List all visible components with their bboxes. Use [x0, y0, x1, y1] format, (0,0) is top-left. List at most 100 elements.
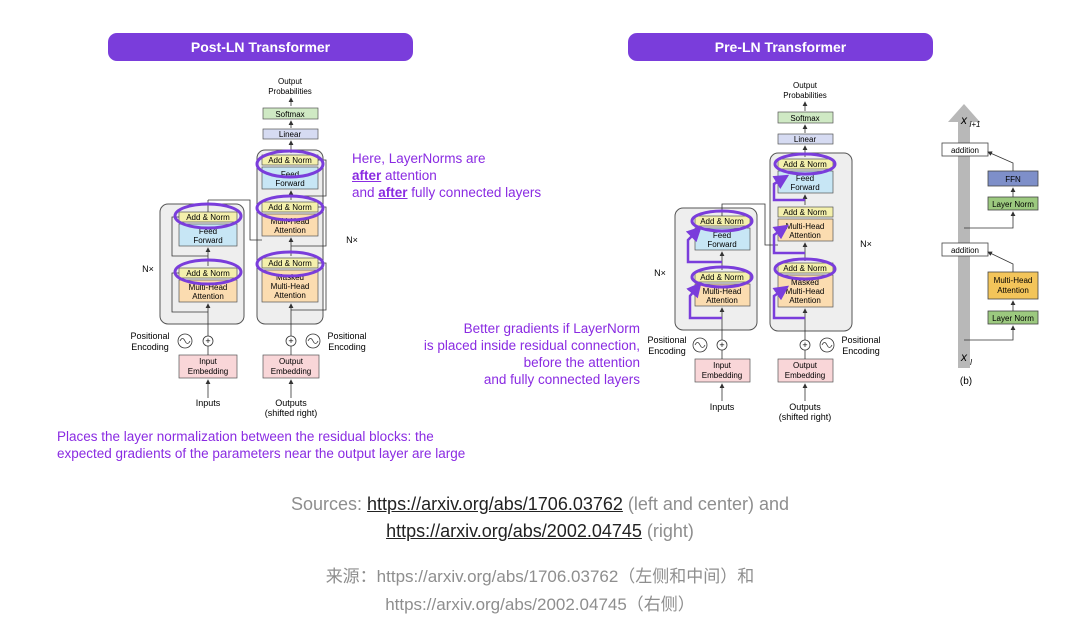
post-ln-title: Post-LN Transformer [108, 33, 413, 61]
svg-text:Forward: Forward [275, 179, 304, 188]
highlight-ellipse [173, 258, 243, 286]
svg-text:Output: Output [278, 77, 303, 86]
svg-text:+: + [719, 340, 724, 350]
svg-text:Multi-Head: Multi-Head [786, 287, 825, 296]
addition-box [941, 142, 989, 157]
mha-b-box [987, 271, 1039, 300]
highlight-ellipse [255, 149, 325, 179]
svg-text:Add & Norm: Add & Norm [186, 269, 230, 278]
svg-text:Forward: Forward [193, 236, 222, 245]
svg-text:Positional: Positional [130, 331, 169, 341]
svg-text:Outputs: Outputs [275, 398, 307, 408]
svg-text:Encoding: Encoding [842, 346, 880, 356]
svg-text:(shifted right): (shifted right) [265, 408, 318, 418]
addition-box [941, 242, 989, 257]
svg-text:x: x [960, 350, 968, 364]
svg-text:Add & Norm: Add & Norm [783, 264, 827, 273]
svg-text:Probabilities: Probabilities [783, 91, 827, 100]
svg-text:Input: Input [713, 361, 732, 370]
svg-text:x: x [960, 113, 968, 127]
svg-text:Softmax: Softmax [790, 114, 819, 123]
svg-text:Probabilities: Probabilities [268, 87, 312, 96]
svg-text:Input: Input [199, 357, 218, 366]
svg-text:Outputs: Outputs [789, 402, 821, 412]
svg-text:addition: addition [951, 146, 979, 155]
svg-text:Encoding: Encoding [131, 342, 169, 352]
svg-text:Inputs: Inputs [710, 402, 735, 412]
svg-text:Add & Norm: Add & Norm [783, 160, 827, 169]
svg-text:Multi-Head: Multi-Head [786, 222, 825, 231]
sources-cn-line-1: 来源：https://arxiv.org/abs/1706.03762（左侧和中… [325, 567, 755, 586]
sources-cn-line-2: https://arxiv.org/abs/2002.04745（右侧） [385, 595, 695, 614]
linear-box [262, 128, 319, 140]
svg-text:Embedding: Embedding [785, 371, 825, 380]
svg-text:Layer Norm: Layer Norm [992, 200, 1034, 209]
svg-text:l: l [970, 358, 972, 367]
svg-text:Attention: Attention [789, 296, 821, 305]
svg-text:Embedding: Embedding [271, 367, 311, 376]
svg-text:Add & Norm: Add & Norm [783, 208, 827, 217]
highlight-ellipse [255, 194, 325, 222]
source-link-2[interactable]: https://arxiv.org/abs/2002.04745 [386, 521, 642, 541]
svg-text:addition: addition [951, 246, 979, 255]
softmax-box [262, 107, 319, 120]
svg-text:(b): (b) [960, 376, 972, 387]
post-ln-note: Here, LayerNorms are after attention and… [352, 151, 542, 200]
pre-ln-title: Pre-LN Transformer [628, 33, 933, 61]
svg-text:Attention: Attention [789, 231, 821, 240]
post-nx-right: N× [346, 235, 358, 245]
post-nx-left: N× [142, 264, 154, 274]
post-ln-bottom-note: Places the layer normalization between t… [57, 429, 466, 461]
svg-text:Output: Output [279, 357, 304, 366]
svg-text:Layer Norm: Layer Norm [992, 314, 1034, 323]
enc-add-norm-top-label: Add & Norm [186, 213, 230, 222]
svg-text:Output: Output [793, 81, 818, 90]
svg-text:Linear: Linear [279, 130, 302, 139]
svg-text:Add & Norm: Add & Norm [268, 156, 312, 165]
sources-line-1: Sources: https://arxiv.org/abs/1706.0376… [291, 494, 789, 514]
svg-text:Attention: Attention [274, 226, 306, 235]
svg-text:Embedding: Embedding [702, 371, 742, 380]
svg-text:Add & Norm: Add & Norm [268, 259, 312, 268]
svg-text:(shifted right): (shifted right) [779, 412, 832, 422]
svg-text:Add & Norm: Add & Norm [268, 203, 312, 212]
svg-text:Positional: Positional [327, 331, 366, 341]
svg-text:Feed: Feed [281, 170, 299, 179]
svg-text:Feed: Feed [796, 174, 814, 183]
svg-text:Inputs: Inputs [196, 398, 221, 408]
svg-text:Feed: Feed [713, 231, 731, 240]
svg-text:N×: N× [654, 268, 666, 278]
enc-feed-forward [178, 223, 238, 247]
enc-mha [178, 279, 238, 303]
svg-text:Multi-Head: Multi-Head [994, 276, 1033, 285]
svg-text:+: + [288, 336, 293, 346]
highlight-ellipse [173, 202, 243, 230]
svg-text:Multi-Head: Multi-Head [189, 283, 228, 292]
svg-text:N×: N× [860, 239, 872, 249]
svg-text:Multi-Head: Multi-Head [271, 282, 310, 291]
svg-text:Positional: Positional [647, 335, 686, 345]
svg-text:Masked: Masked [791, 278, 819, 287]
svg-text:FFN: FFN [1005, 175, 1021, 184]
source-link-1[interactable]: https://arxiv.org/abs/1706.03762 [367, 494, 623, 514]
svg-text:Attention: Attention [706, 296, 738, 305]
highlight-ellipse [255, 250, 325, 278]
svg-text:Output: Output [793, 361, 818, 370]
svg-text:Add & Norm: Add & Norm [700, 217, 744, 226]
svg-text:+: + [802, 340, 807, 350]
svg-text:Softmax: Softmax [275, 110, 304, 119]
svg-text:Encoding: Encoding [648, 346, 686, 356]
svg-text:Positional: Positional [841, 335, 880, 345]
svg-text:Attention: Attention [192, 292, 224, 301]
svg-text:Feed: Feed [199, 227, 217, 236]
svg-text:Multi-Head: Multi-Head [703, 287, 742, 296]
svg-text:Attention: Attention [274, 291, 306, 300]
svg-text:Encoding: Encoding [328, 342, 366, 352]
svg-text:Add & Norm: Add & Norm [700, 273, 744, 282]
pre-ln-note: Better gradients if LayerNorm is placed … [423, 321, 640, 387]
svg-text:Attention: Attention [997, 286, 1029, 295]
svg-text:l+1: l+1 [970, 120, 981, 129]
svg-text:+: + [205, 336, 210, 346]
